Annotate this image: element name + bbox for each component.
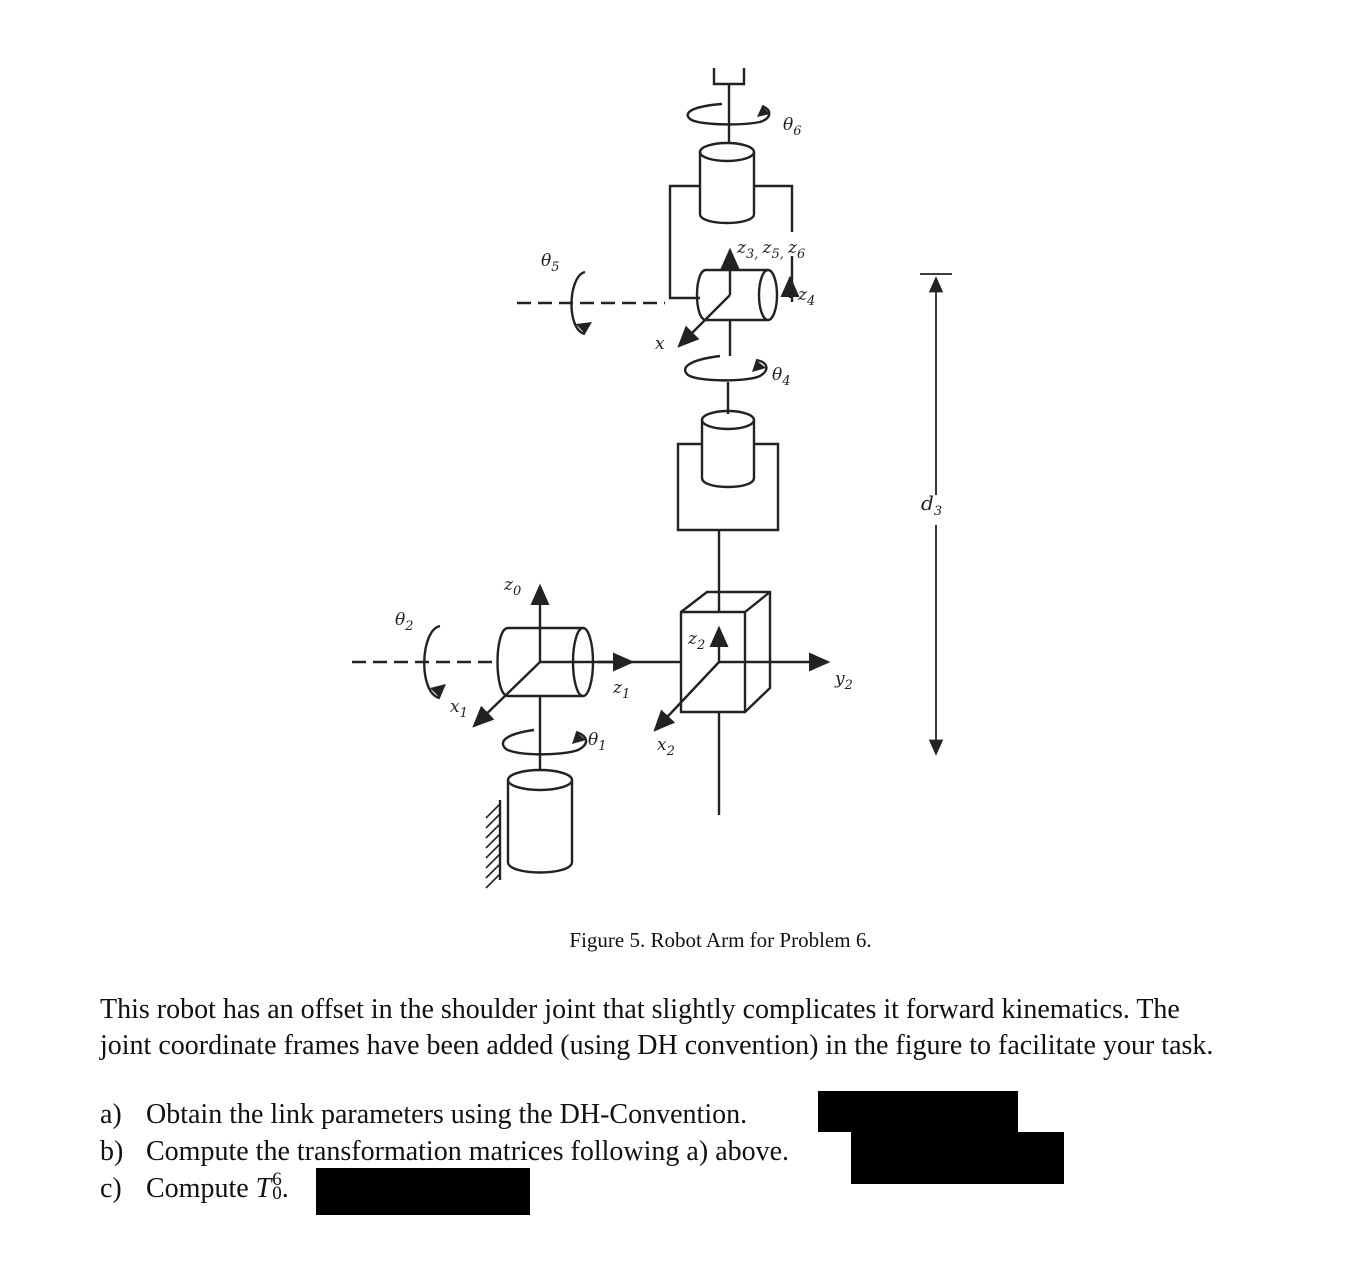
question-c-marker: c) <box>100 1173 122 1204</box>
question-a-text: Obtain the link parameters using the DH-… <box>146 1099 748 1130</box>
label-z3-z5-z6: z3, z5, z6 <box>736 238 805 262</box>
question-b-text: Compute the transformation matrices foll… <box>146 1136 790 1167</box>
theta6-rotation-arrow <box>686 102 771 126</box>
theta2-axis <box>352 624 495 700</box>
question-c-text: Compute <box>146 1173 256 1204</box>
base-cylinder <box>498 768 574 880</box>
label-x2: x2 <box>657 735 675 759</box>
redaction-box-a <box>818 1091 1018 1132</box>
question-c-math-base: T <box>255 1173 272 1204</box>
ground-hatching <box>485 803 501 889</box>
label-x1: x1 <box>450 697 468 721</box>
label-theta5: θ5 <box>541 251 560 275</box>
question-c-tail: . <box>281 1173 289 1204</box>
label-theta2: θ2 <box>395 610 414 634</box>
question-c-math-sub: 0 <box>272 1182 282 1204</box>
label-z2: z2 <box>687 629 705 653</box>
question-list: a) Obtain the link parameters using the D… <box>100 1096 789 1207</box>
label-theta1: θ1 <box>588 730 607 754</box>
wrist-cylinder-middle <box>677 247 800 356</box>
label-theta6: θ6 <box>783 115 802 139</box>
question-c-math-sup: 6 <box>272 1168 282 1190</box>
paragraph-line-1: This robot has an offset in the shoulder… <box>100 994 1180 1025</box>
shoulder-cylinder <box>472 583 635 728</box>
wrist-cylinder-lower <box>676 409 780 532</box>
label-z1: z1 <box>612 678 630 702</box>
wrist-cylinder-top <box>698 141 756 225</box>
theta1-rotation-arrow <box>501 696 588 770</box>
paragraph-line-2: joint coordinate frames have been added … <box>100 1030 1214 1061</box>
label-d3: d3 <box>921 491 942 519</box>
label-x: x <box>655 334 665 354</box>
figure-caption: Figure 5. Robot Arm for Problem 6. <box>0 928 1365 953</box>
label-z0: z0 <box>503 575 521 599</box>
theta4-rotation-arrow <box>683 354 768 414</box>
redaction-box-b <box>851 1132 1064 1184</box>
redaction-box-c <box>316 1168 530 1215</box>
label-y2: y2 <box>834 669 853 693</box>
robot-arm-figure: θ6 z3, z5, z6 z4 θ5 x θ4 d3 z0 θ2 z2 y2 … <box>352 68 952 889</box>
question-b: b) Compute the transformation matrices fo… <box>100 1133 789 1170</box>
problem-paragraph: This robot has an offset in the shoulder… <box>100 992 1330 1064</box>
theta5-axis <box>517 270 665 336</box>
question-b-marker: b) <box>100 1136 124 1167</box>
figure-caption-text: Figure 5. Robot Arm for Problem 6. <box>569 928 872 952</box>
d3-dimension <box>920 273 952 756</box>
label-theta4: θ4 <box>772 365 791 389</box>
question-a-marker: a) <box>100 1099 122 1130</box>
question-a: a) Obtain the link parameters using the D… <box>100 1096 789 1133</box>
prismatic-box <box>598 590 831 815</box>
gripper <box>712 68 746 142</box>
label-z4: z4 <box>797 285 815 309</box>
